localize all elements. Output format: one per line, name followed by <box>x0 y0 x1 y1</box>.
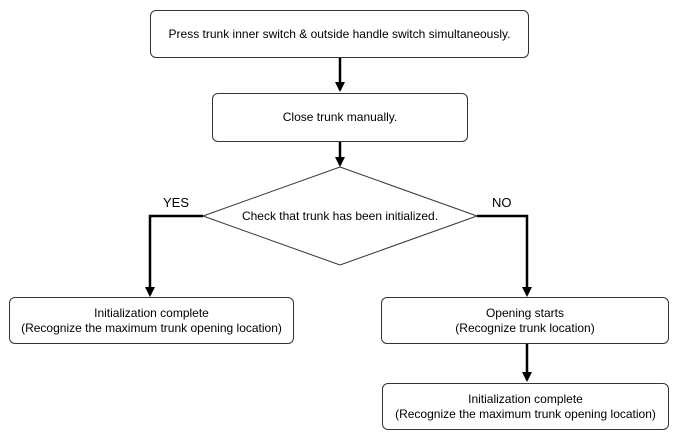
yes-result-line2: (Recognize the maximum trunk opening loc… <box>21 320 282 335</box>
decision-diamond <box>201 166 479 266</box>
yes-label: YES <box>163 195 190 210</box>
step1-text: Press trunk inner switch & outside handl… <box>168 26 511 41</box>
no-result-box: Opening starts (Recognize trunk location… <box>381 297 669 344</box>
step1-box: Press trunk inner switch & outside handl… <box>150 10 529 58</box>
decision-text: Check that trunk has been initialized. <box>241 209 439 223</box>
yes-result-line1: Initialization complete <box>94 305 209 320</box>
arrow-no-branch <box>477 214 532 297</box>
no-label: NO <box>492 195 512 210</box>
final-result-line2: (Recognize the maximum trunk opening loc… <box>395 406 656 421</box>
final-result-box: Initialization complete (Recognize the m… <box>382 383 669 430</box>
step2-box: Close trunk manually. <box>212 93 468 142</box>
no-result-line2: (Recognize trunk location) <box>455 320 595 335</box>
yes-result-box: Initialization complete (Recognize the m… <box>9 297 294 344</box>
step2-text: Close trunk manually. <box>282 110 398 124</box>
no-result-line1: Opening starts <box>485 305 565 320</box>
final-result-line1: Initialization complete <box>468 391 583 406</box>
arrow-yes-branch <box>145 214 203 297</box>
